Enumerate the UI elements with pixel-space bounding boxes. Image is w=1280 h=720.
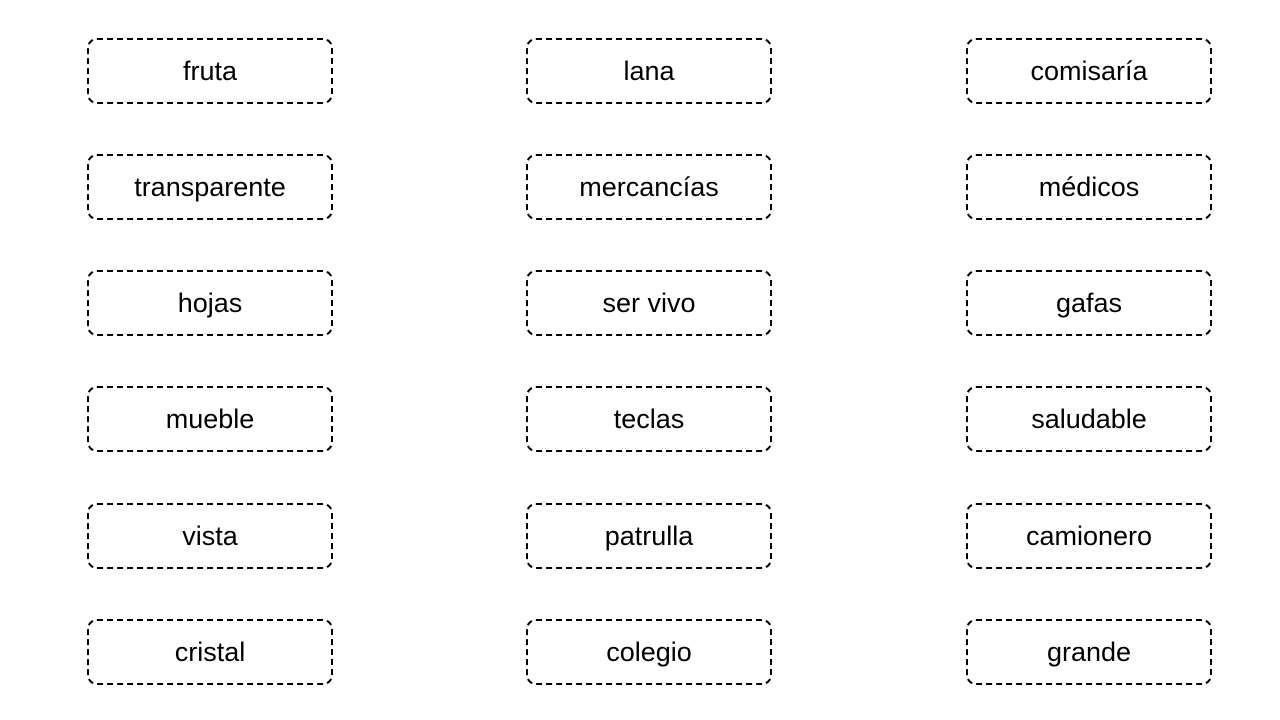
- word-card: vista: [87, 503, 333, 569]
- word-card: patrulla: [526, 503, 772, 569]
- word-card: gafas: [966, 270, 1212, 336]
- word-card: lana: [526, 38, 772, 104]
- word-card: teclas: [526, 386, 772, 452]
- word-card: camionero: [966, 503, 1212, 569]
- word-card: hojas: [87, 270, 333, 336]
- word-card: cristal: [87, 619, 333, 685]
- word-card: fruta: [87, 38, 333, 104]
- word-card: mueble: [87, 386, 333, 452]
- word-card: grande: [966, 619, 1212, 685]
- word-card: ser vivo: [526, 270, 772, 336]
- word-card: comisaría: [966, 38, 1212, 104]
- word-card: saludable: [966, 386, 1212, 452]
- word-card: transparente: [87, 154, 333, 220]
- word-card: colegio: [526, 619, 772, 685]
- word-card: mercancías: [526, 154, 772, 220]
- word-card: médicos: [966, 154, 1212, 220]
